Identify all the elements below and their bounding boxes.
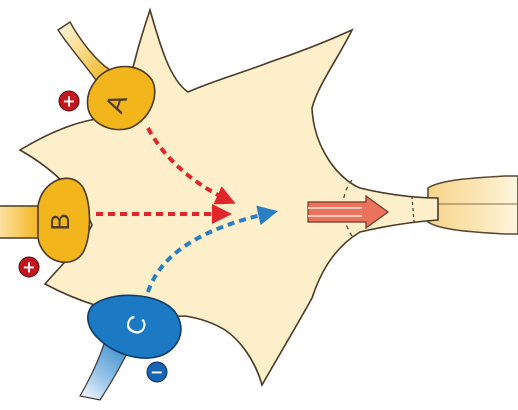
sign-b-text: + <box>22 258 35 277</box>
sign-badge-b: + <box>19 257 39 277</box>
sign-badge-a: + <box>59 91 79 111</box>
sign-a-text: + <box>62 92 75 111</box>
terminal-b: B <box>0 178 90 262</box>
sign-c-text: − <box>150 363 163 382</box>
terminal-b-label: B <box>45 213 75 230</box>
sign-badge-c: − <box>147 362 167 382</box>
axon <box>428 176 518 234</box>
terminal-c: C <box>80 295 181 400</box>
